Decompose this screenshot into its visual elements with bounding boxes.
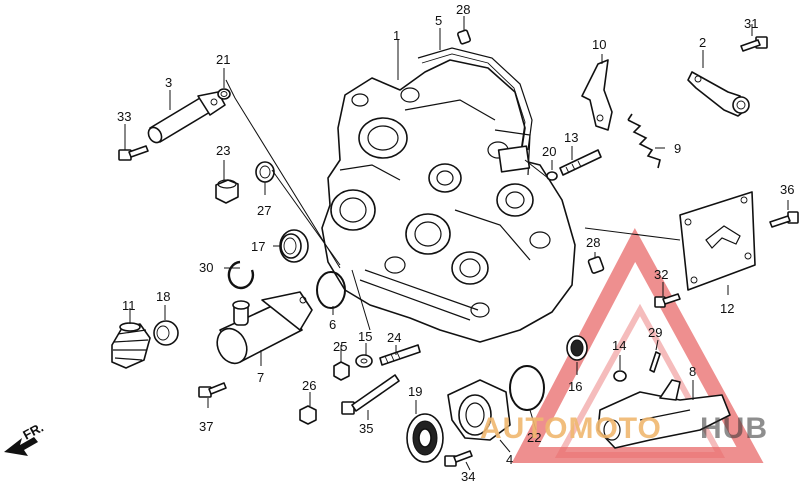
washer-21: [217, 88, 231, 100]
front-direction-indicator: FR.: [4, 420, 46, 456]
callout-3: 3: [165, 75, 172, 90]
front-label: FR.: [20, 420, 46, 443]
shift-shaft: [147, 91, 226, 144]
plug-23: [215, 179, 239, 204]
callout-4: 4: [506, 452, 513, 467]
cover-4: [447, 379, 511, 441]
callout-15: 15: [358, 329, 372, 344]
callout-1: 1: [393, 28, 400, 43]
callout-27: 27: [257, 203, 271, 218]
o-ring-22: [509, 365, 545, 411]
watermark-text-part2: HUB: [700, 412, 768, 445]
oil-seal-16: [566, 335, 588, 361]
callout-numbers: 1 2 3 4 5 6 7 8 9 10 11 12 13 14 15 16 1…: [117, 2, 794, 484]
leader-lines: [124, 16, 789, 471]
callout-37: 37: [199, 419, 213, 434]
callout-28-right: 28: [586, 235, 600, 250]
slave-cylinder-7: [216, 291, 313, 365]
lever-2: [687, 71, 750, 117]
washer-15: [355, 354, 373, 368]
callout-34: 34: [461, 469, 475, 484]
o-ring-6: [316, 271, 346, 309]
front-arrow-icon: [4, 437, 38, 456]
callout-35: 35: [359, 421, 373, 436]
ring-18: [153, 320, 179, 346]
callout-13: 13: [564, 130, 578, 145]
callout-30: 30: [199, 260, 213, 275]
callout-24: 24: [387, 330, 401, 345]
stud-13: [559, 149, 602, 176]
callout-31: 31: [744, 16, 758, 31]
callout-20: 20: [542, 144, 556, 159]
watermark-text-part1: AUTOMOTO: [480, 412, 662, 445]
shift-fork-8: [597, 379, 731, 449]
bolt-33: [118, 145, 149, 161]
boot-11: [111, 322, 151, 369]
callout-22: 22: [527, 430, 541, 445]
bolt-36: [769, 211, 799, 228]
cover-plate-12: [679, 191, 756, 291]
callout-21: 21: [216, 52, 230, 67]
callout-12: 12: [720, 301, 734, 316]
callout-9: 9: [674, 141, 681, 156]
callout-11: 11: [122, 298, 136, 313]
callout-28-top: 28: [456, 2, 470, 17]
circlip-30: [227, 260, 255, 290]
callout-29: 29: [648, 325, 662, 340]
bracket-10: [581, 59, 613, 131]
nut-25: [333, 361, 350, 381]
bolt-32: [654, 293, 681, 308]
oil-seal-17: [279, 229, 309, 263]
callout-7: 7: [257, 370, 264, 385]
transmission-housing: [321, 47, 576, 343]
bolt-34: [444, 450, 473, 467]
callout-19: 19: [408, 384, 422, 399]
callout-18: 18: [156, 289, 170, 304]
nut-26: [299, 405, 317, 425]
callout-17: 17: [251, 239, 265, 254]
callout-36: 36: [780, 182, 794, 197]
bolt-31: [740, 36, 768, 52]
callout-8: 8: [689, 364, 696, 379]
bolt-37: [198, 382, 227, 398]
spring-9: [627, 113, 661, 169]
washer-27: [255, 161, 275, 183]
callout-14: 14: [612, 338, 626, 353]
callout-16: 16: [568, 379, 582, 394]
callout-6: 6: [329, 317, 336, 332]
pin-29: [649, 351, 661, 373]
dowel-pin-28-right: [587, 256, 605, 274]
washer-14: [613, 370, 627, 382]
callout-25: 25: [333, 339, 347, 354]
callout-23: 23: [216, 143, 230, 158]
stud-24: [379, 344, 421, 366]
bearing-19: [406, 413, 444, 463]
dowel-pin-28-top: [457, 29, 471, 45]
bolt-35: [341, 374, 400, 415]
callout-33: 33: [117, 109, 131, 124]
callout-10: 10: [592, 37, 606, 52]
callout-32: 32: [654, 267, 668, 282]
washer-20: [546, 171, 558, 181]
watermark-text: AUTOMOTO HUB: [480, 412, 768, 445]
callout-26: 26: [302, 378, 316, 393]
callout-5: 5: [435, 13, 442, 28]
callout-2: 2: [699, 35, 706, 50]
